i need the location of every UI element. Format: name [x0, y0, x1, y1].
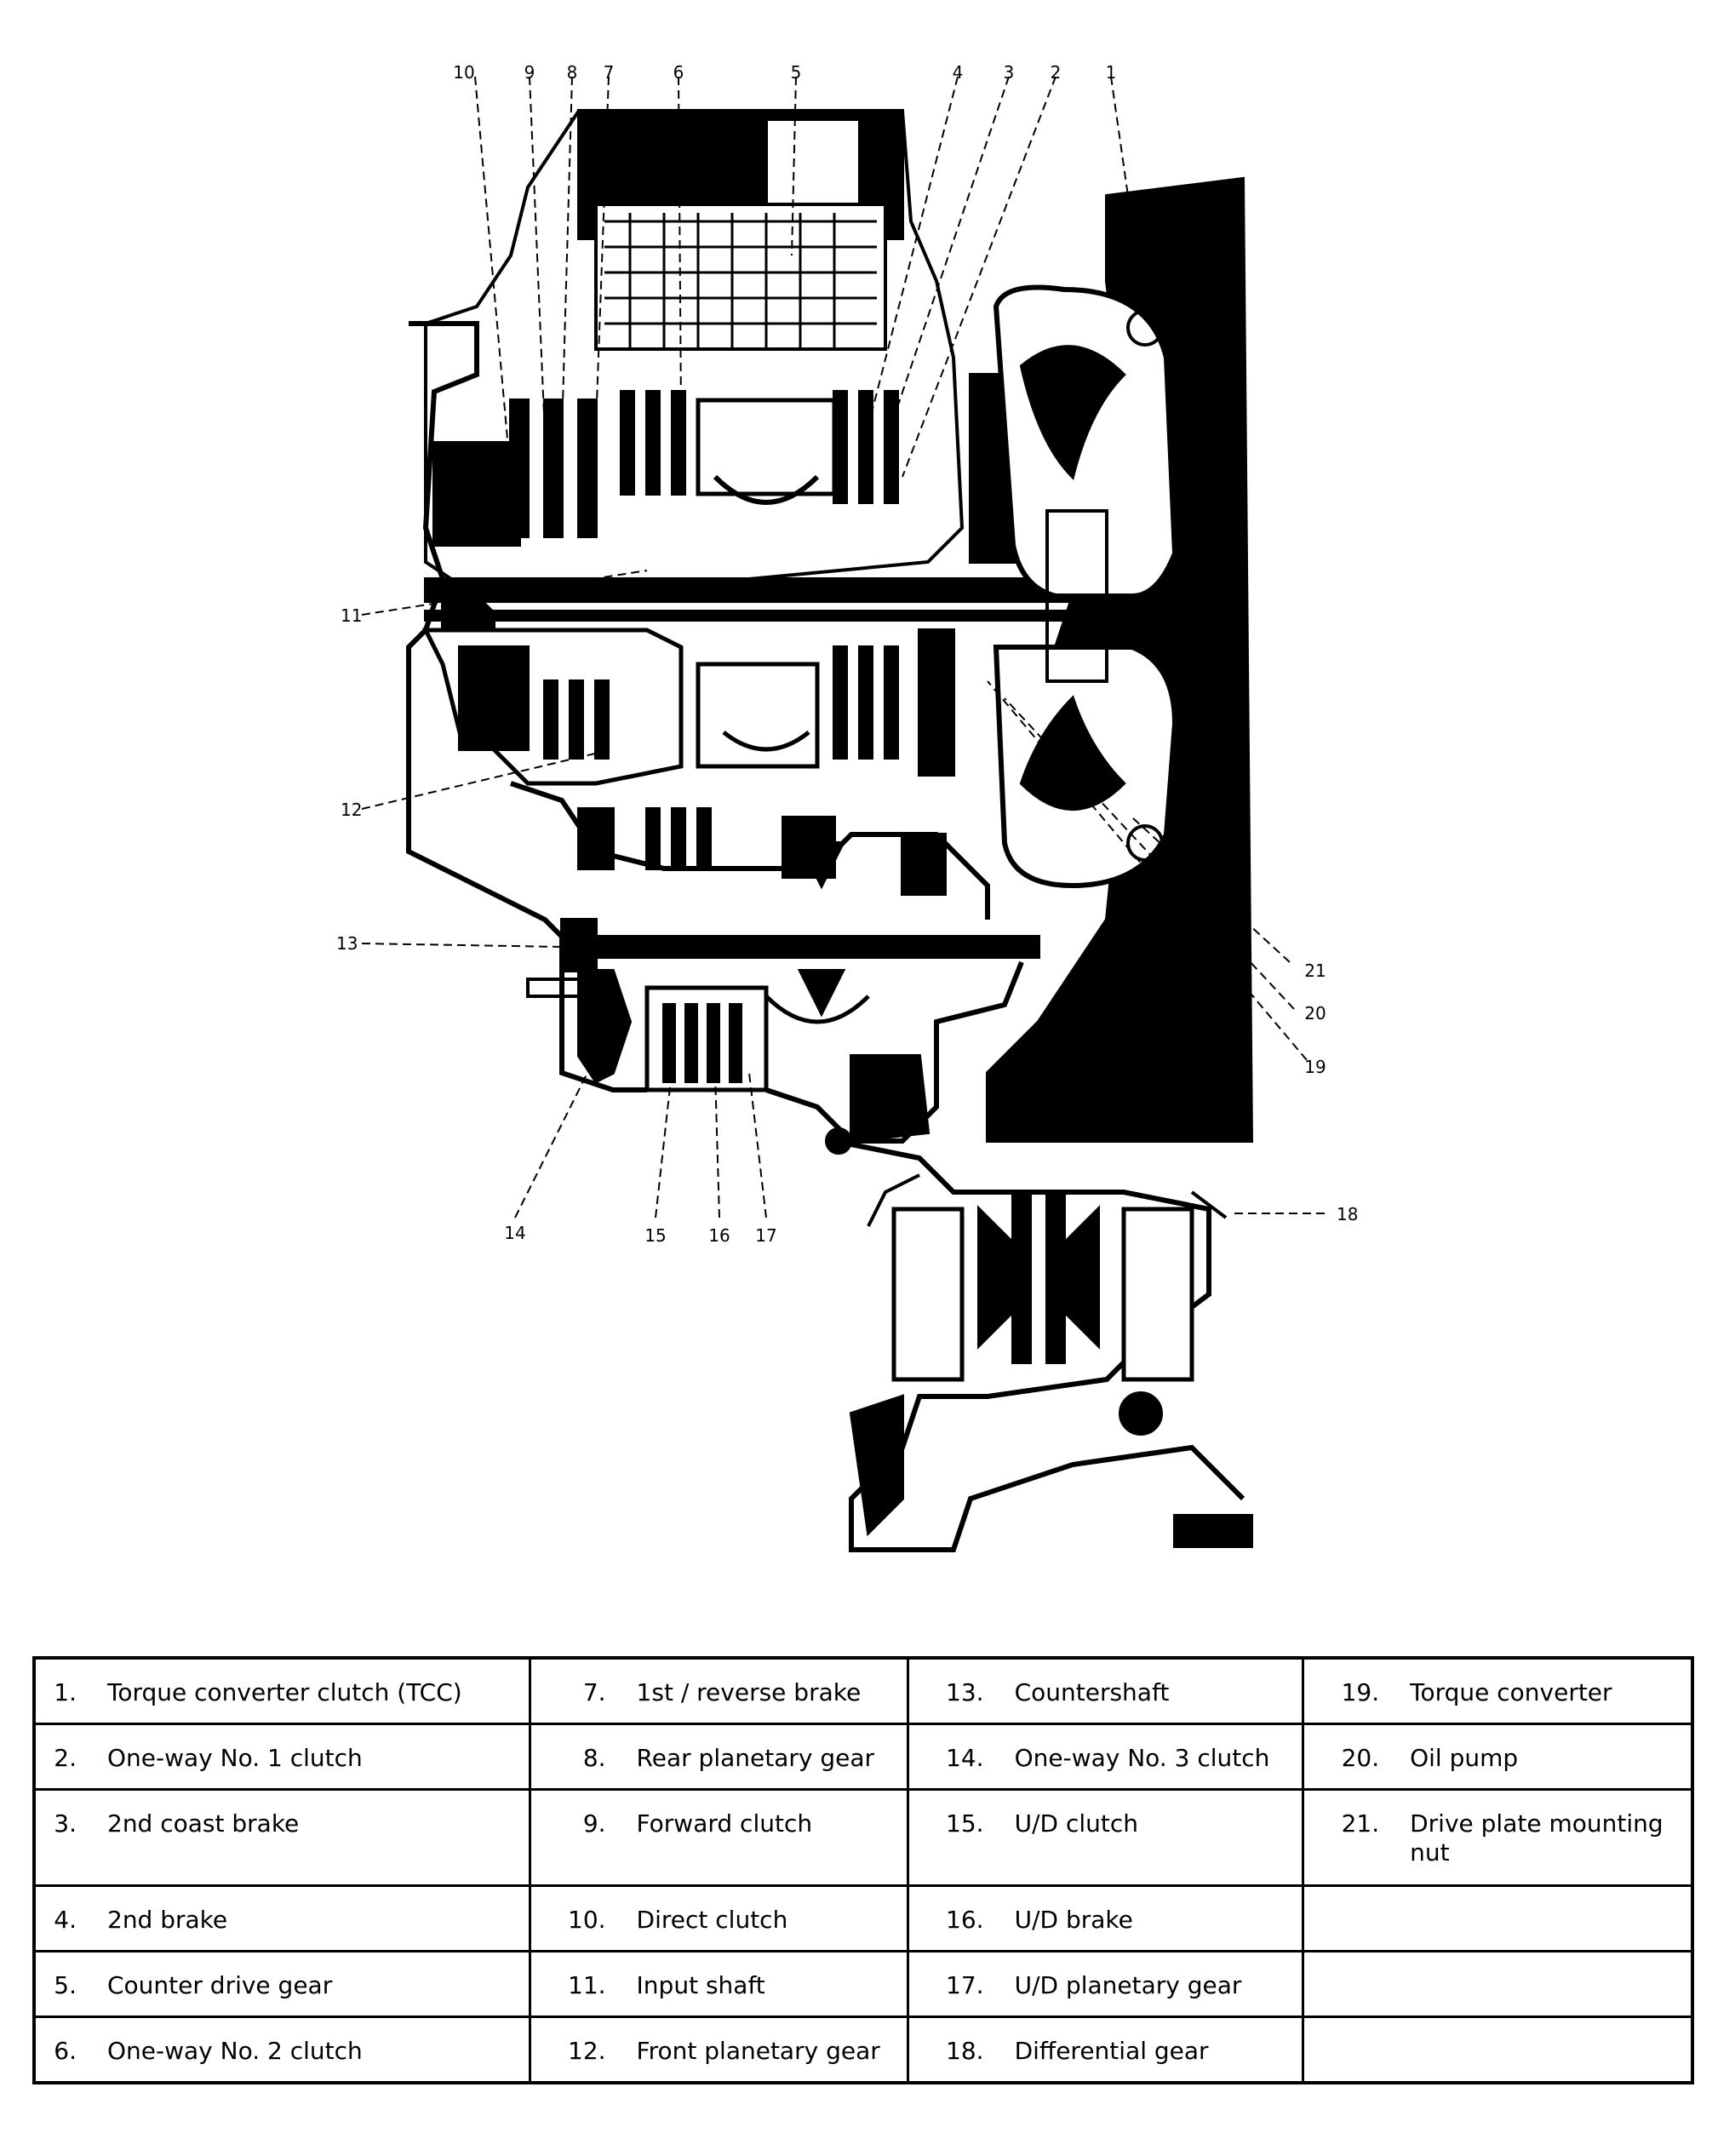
legend-row: 2. One-way No. 1 clutch 8. Rear planetary …: [32, 1723, 1694, 1791]
legend-number: 14.: [946, 1744, 984, 1772]
legend-number: 17.: [946, 1971, 984, 1999]
legend-cell: 7. 1st / reverse brake: [528, 1656, 909, 1725]
legend-row: 3. 2nd coast brake 9. Forward clutch 15. U/…: [32, 1788, 1694, 1887]
legend-cell: 5. Counter drive gear: [32, 1950, 531, 2018]
legend-label: U/D clutch: [1014, 1809, 1139, 1838]
callout-11: 11: [341, 605, 362, 626]
legend-number: 8.: [582, 1744, 606, 1772]
callout-19: 19: [1304, 1057, 1326, 1077]
legend-label: Front planetary gear: [636, 2037, 880, 2065]
callout-10: 10: [453, 62, 474, 83]
legend-number: 20.: [1341, 1744, 1380, 1772]
legend-cell: 13. Countershaft: [906, 1656, 1305, 1725]
legend-number: 5.: [54, 1971, 77, 1999]
callout-8: 8: [567, 62, 578, 83]
callout-15: 15: [644, 1225, 666, 1246]
legend-label: U/D planetary gear: [1014, 1971, 1242, 1999]
callout-13: 13: [336, 933, 358, 954]
legend-cell-empty: [1302, 2016, 1694, 2084]
legend-label: Countershaft: [1014, 1678, 1170, 1706]
callout-2: 2: [1051, 62, 1062, 83]
legend-label: Oil pump: [1410, 1744, 1519, 1772]
legend-row: 1. Torque converter clutch (TCC) 7. 1st / …: [32, 1656, 1694, 1725]
legend-label: Rear planetary gear: [636, 1744, 875, 1772]
legend-cell: 10. Direct clutch: [528, 1884, 909, 1952]
callout-12: 12: [341, 800, 362, 820]
legend-number: 11.: [568, 1971, 606, 1999]
legend-number: 6.: [54, 2037, 77, 2065]
legend-number: 1.: [54, 1678, 77, 1706]
callout-3: 3: [1004, 62, 1015, 83]
legend-number: 7.: [582, 1678, 606, 1706]
legend-cell: 9. Forward clutch: [528, 1788, 909, 1887]
legend-cell: 14. One-way No. 3 clutch: [906, 1723, 1305, 1791]
legend-row: 5. Counter drive gear 11. Input shaft 17. U…: [32, 1950, 1694, 2018]
legend-label: Torque converter: [1410, 1678, 1612, 1706]
legend-cell: 21. Drive plate mounting nut: [1302, 1788, 1694, 1887]
legend-cell: 12. Front planetary gear: [528, 2016, 909, 2084]
callout-4: 4: [953, 62, 964, 83]
legend-label: Direct clutch: [636, 1906, 788, 1934]
legend-cell: 19. Torque converter: [1302, 1656, 1694, 1725]
legend-number: 13.: [946, 1678, 984, 1706]
legend-cell: 8. Rear planetary gear: [528, 1723, 909, 1791]
legend-cell: 2. One-way No. 1 clutch: [32, 1723, 531, 1791]
legend-label: 2nd coast brake: [107, 1809, 300, 1838]
legend-number: 21.: [1341, 1809, 1380, 1838]
callout-5: 5: [791, 62, 802, 83]
callout-labels: 10 9 8 7 6 5 4 3 2 1 11 12 13 14 15 16 1…: [336, 62, 1358, 1246]
legend-number: 10.: [568, 1906, 606, 1934]
callout-18: 18: [1337, 1204, 1358, 1224]
callout-7: 7: [604, 62, 615, 83]
legend-number: 19.: [1341, 1678, 1380, 1706]
legend-cell: 15. U/D clutch: [906, 1788, 1305, 1887]
legend-cell: 20. Oil pump: [1302, 1723, 1694, 1791]
callout-14: 14: [504, 1223, 525, 1243]
legend-number: 4.: [54, 1906, 77, 1934]
legend-row: 4. 2nd brake 10. Direct clutch 16. U/D brak…: [32, 1884, 1694, 1952]
legend-label: 1st / reverse brake: [636, 1678, 862, 1706]
legend-label: Drive plate mounting nut: [1410, 1809, 1663, 1866]
transaxle-cross-section-diagram: 10 9 8 7 6 5 4 3 2 1 11 12 13 14 15 16 1…: [336, 62, 1358, 1552]
legend-cell: 3. 2nd coast brake: [32, 1788, 531, 1887]
legend-number: 2.: [54, 1744, 77, 1772]
legend-label: 2nd brake: [107, 1906, 228, 1934]
legend-number: 9.: [582, 1809, 606, 1838]
legend-cell: 17. U/D planetary gear: [906, 1950, 1305, 2018]
legend-cell-empty: [1302, 1950, 1694, 2018]
legend-cell: 1. Torque converter clutch (TCC): [32, 1656, 531, 1725]
callout-6: 6: [673, 62, 684, 83]
legend-row: 6. One-way No. 2 clutch 12. Front planetar…: [32, 2016, 1694, 2084]
legend-cell: 11. Input shaft: [528, 1950, 909, 2018]
callout-1: 1: [1106, 62, 1117, 83]
legend-label: Counter drive gear: [107, 1971, 333, 1999]
legend-number: 16.: [946, 1906, 984, 1934]
legend-label: U/D brake: [1014, 1906, 1133, 1934]
callout-21: 21: [1304, 960, 1326, 981]
legend-label: One-way No. 1 clutch: [107, 1744, 363, 1772]
legend-label: Torque converter clutch (TCC): [107, 1678, 462, 1706]
parts-legend-table: 1. Torque converter clutch (TCC) 7. 1st / …: [32, 1656, 1694, 2084]
legend-cell: 4. 2nd brake: [32, 1884, 531, 1952]
transaxle-housing: [406, 109, 1254, 1552]
legend-cell: 18. Differential gear: [906, 2016, 1305, 2084]
callout-20: 20: [1304, 1003, 1326, 1024]
legend-label: One-way No. 3 clutch: [1014, 1744, 1270, 1772]
legend-number: 18.: [946, 2037, 984, 2065]
callout-16: 16: [708, 1225, 730, 1246]
legend-number: 15.: [946, 1809, 984, 1838]
legend-number: 3.: [54, 1809, 77, 1838]
legend-label: Input shaft: [636, 1971, 765, 1999]
legend-label: One-way No. 2 clutch: [107, 2037, 363, 2065]
legend-number: 12.: [568, 2037, 606, 2065]
callout-leader-lines: [361, 76, 1328, 1218]
callout-17: 17: [755, 1225, 776, 1246]
legend-cell: 16. U/D brake: [906, 1884, 1305, 1952]
legend-label: Differential gear: [1014, 2037, 1209, 2065]
legend-label: Forward clutch: [636, 1809, 813, 1838]
legend-cell-empty: [1302, 1884, 1694, 1952]
callout-9: 9: [524, 62, 535, 83]
legend-cell: 6. One-way No. 2 clutch: [32, 2016, 531, 2084]
